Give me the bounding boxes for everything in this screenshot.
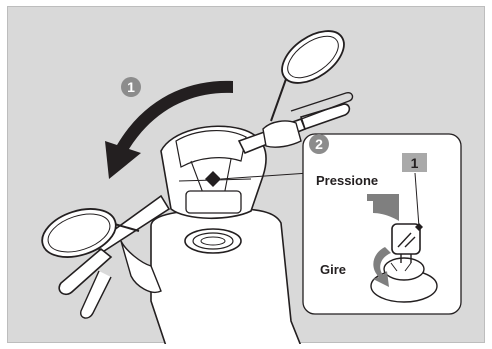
figure-panel: [7, 6, 485, 343]
fuel-tank: [151, 209, 301, 344]
key-callout-label: 1: [402, 153, 427, 172]
step-2-badge: 2: [309, 134, 329, 154]
motorcycle-handlebar-illustration: [8, 7, 486, 344]
step-1-badge: 1: [121, 77, 141, 97]
turn-label: Gire: [320, 262, 346, 277]
press-label: Pressione: [316, 173, 378, 188]
